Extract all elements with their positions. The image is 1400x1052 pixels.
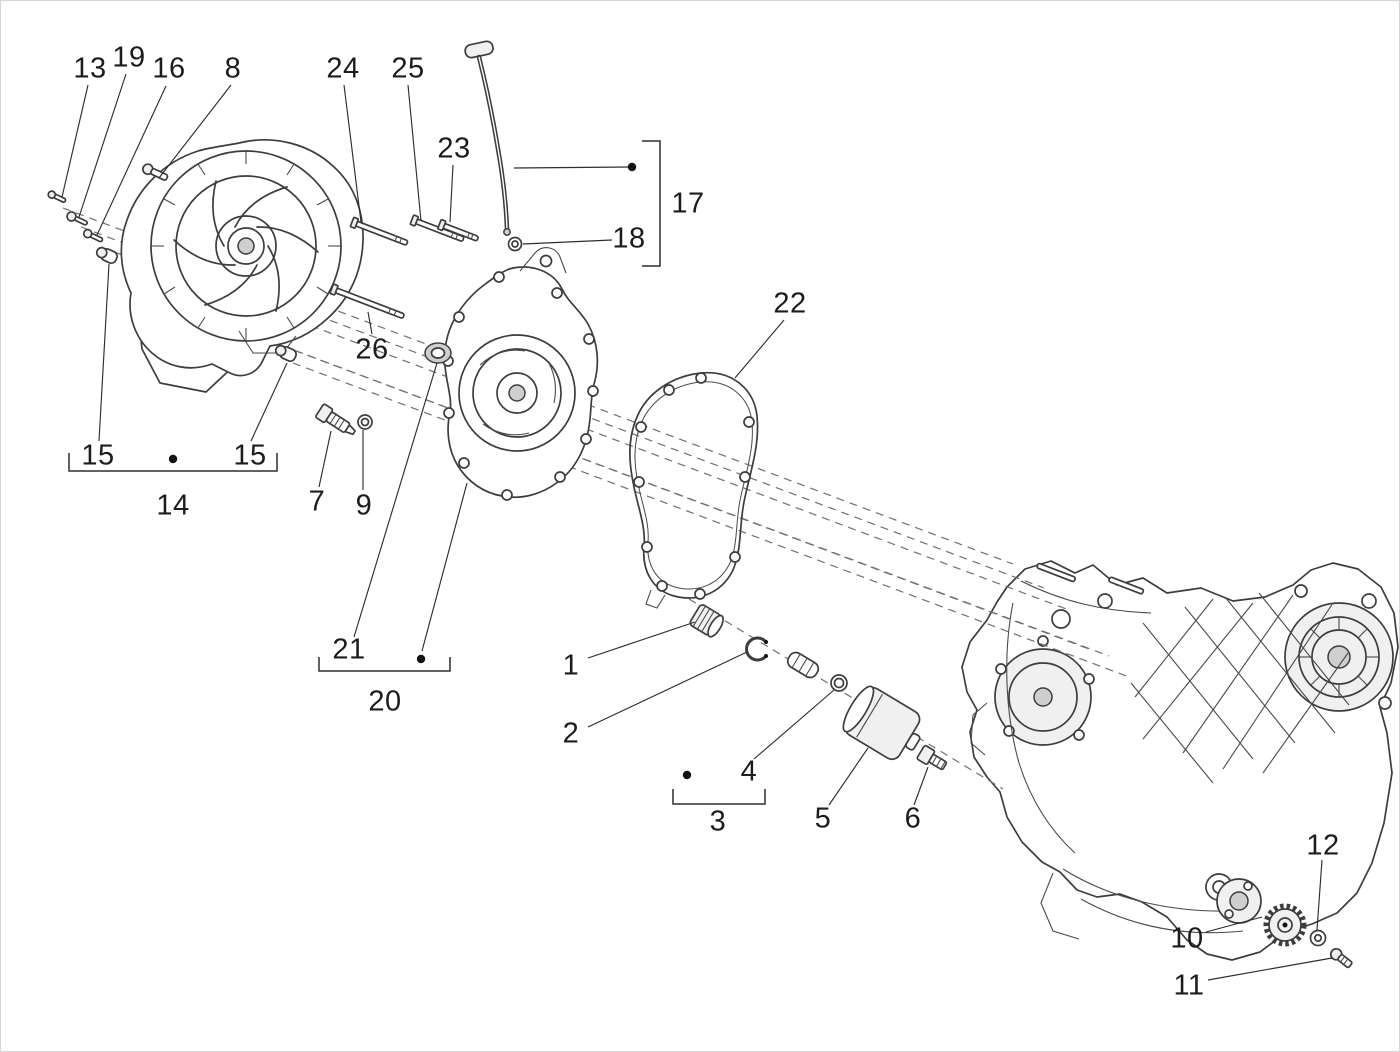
callout-9: 9 [355, 489, 373, 522]
callout-21: 21 [332, 633, 366, 666]
screw-11 [1329, 947, 1353, 969]
o-ring-18 [507, 236, 523, 252]
callout-10: 10 [1170, 922, 1204, 955]
callout-22: 22 [773, 287, 807, 320]
screw-8 [141, 163, 169, 181]
callout-26: 26 [355, 333, 389, 366]
callout-18: 18 [612, 222, 646, 255]
callout-16: 16 [152, 52, 186, 85]
screw-16 [82, 228, 104, 243]
callout-23: 23 [437, 132, 471, 165]
washer-9 [357, 414, 373, 430]
oil-filter-chain [689, 604, 948, 771]
callout-5: 5 [814, 802, 832, 835]
callout-25: 25 [391, 52, 425, 85]
stud-23 [437, 218, 479, 242]
callout-4: 4 [740, 755, 758, 788]
engine-block-part [961, 560, 1399, 961]
stud-26 [329, 283, 405, 319]
crankcase-cover-part [424, 247, 599, 501]
sensor-7 [315, 403, 356, 436]
callout-17: 17 [671, 187, 705, 220]
filter-element-4 [786, 651, 820, 679]
callout-24: 24 [326, 52, 360, 85]
callout-8: 8 [224, 52, 242, 85]
cover-studs [329, 214, 479, 319]
callout-15-left: 15 [81, 439, 115, 472]
pump-sprocket [1263, 903, 1307, 947]
callout-15-right: 15 [233, 439, 267, 472]
oil-sensor-parts [315, 403, 373, 436]
callout-3: 3 [709, 805, 727, 838]
callout-6: 6 [904, 802, 922, 835]
callout-19: 19 [112, 41, 146, 74]
callout-7: 7 [308, 485, 326, 518]
spacer-15-right [274, 344, 297, 363]
oil-pump-parts [1216, 878, 1353, 969]
leader-lines [61, 73, 1333, 981]
screw-13 [47, 190, 67, 203]
group-brackets [68, 140, 766, 805]
stud-24 [349, 216, 409, 246]
callout-12: 12 [1306, 829, 1340, 862]
oil-seal-part [424, 342, 452, 364]
circlip-2 [745, 636, 768, 662]
drain-bolt-6 [916, 744, 948, 771]
callout-1: 1 [562, 649, 580, 682]
gasket-part [629, 371, 759, 609]
callout-13: 13 [73, 52, 107, 85]
fan-cover-part [120, 139, 364, 393]
o-ring-4 [830, 674, 848, 692]
cover-fasteners [47, 163, 297, 363]
dipstick-part [464, 40, 523, 252]
spacer-15-left [95, 246, 118, 265]
washer-12 [1309, 929, 1327, 947]
callout-2: 2 [562, 717, 580, 750]
callout-20: 20 [368, 685, 402, 718]
oil-filter-cup-5 [842, 685, 921, 761]
bypass-plug-1 [689, 604, 724, 638]
callout-14: 14 [156, 489, 190, 522]
screw-19 [66, 211, 89, 226]
callout-11: 11 [1173, 969, 1205, 1002]
